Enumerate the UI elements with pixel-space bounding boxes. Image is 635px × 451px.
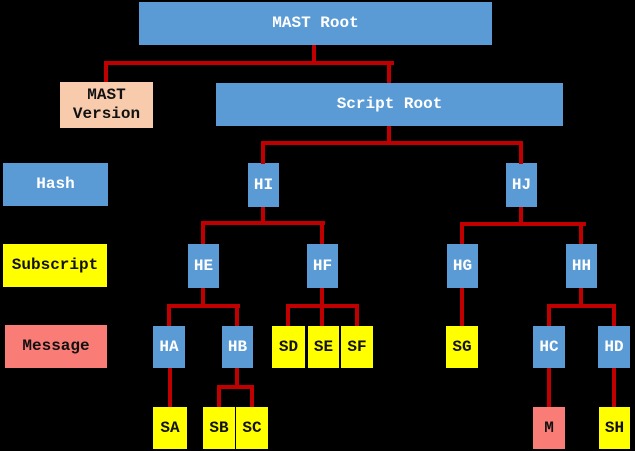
- script-root-box: Script Root: [216, 83, 563, 126]
- connector-line: [168, 368, 172, 407]
- legend-subscript-box: Subscript: [3, 244, 107, 287]
- connector-line: [167, 304, 171, 326]
- connector-line: [235, 368, 239, 389]
- node-SE: SE: [308, 326, 339, 368]
- connector-line: [312, 45, 316, 65]
- connector-line: [286, 304, 359, 308]
- node-SA: SA: [153, 407, 187, 449]
- node-HI: HI: [248, 163, 279, 207]
- connector-line: [579, 288, 583, 308]
- node-HF: HF: [307, 244, 338, 288]
- mast-version-box: MAST Version: [60, 82, 153, 128]
- connector-line: [387, 126, 391, 145]
- node-SF: SF: [341, 326, 373, 368]
- legend-hash-box: Hash: [3, 163, 108, 206]
- node-HJ: HJ: [506, 163, 537, 207]
- connector-line: [286, 304, 290, 326]
- node-SH: SH: [599, 407, 630, 449]
- connector-line: [519, 207, 523, 226]
- connector-line: [261, 207, 265, 225]
- connector-line: [355, 304, 359, 326]
- connector-line: [235, 304, 239, 326]
- connector-line: [320, 221, 324, 244]
- connector-line: [460, 288, 464, 326]
- connector-line: [261, 141, 265, 164]
- node-SB: SB: [203, 407, 235, 449]
- node-SC: SC: [236, 407, 268, 449]
- connector-line: [217, 385, 221, 407]
- connector-line: [261, 141, 523, 145]
- connector-line: [460, 222, 464, 244]
- node-HC: HC: [533, 326, 565, 368]
- connector-line: [547, 304, 551, 326]
- connector-line: [201, 221, 325, 225]
- connector-line: [612, 368, 616, 407]
- mast-root-box: MAST Root: [139, 2, 492, 45]
- connector-line: [104, 61, 394, 65]
- connector-line: [547, 368, 551, 407]
- connector-line: [104, 61, 108, 82]
- connector-line: [201, 221, 205, 244]
- connector-line: [519, 141, 523, 164]
- node-HE: HE: [188, 244, 219, 288]
- node-HB: HB: [222, 326, 253, 368]
- node-M: M: [533, 407, 565, 449]
- connector-line: [387, 61, 391, 83]
- node-HA: HA: [153, 326, 185, 368]
- connector-line: [250, 385, 254, 407]
- node-SD: SD: [272, 326, 305, 368]
- node-SG: SG: [446, 326, 478, 368]
- legend-message-box: Message: [5, 325, 107, 368]
- connector-line: [460, 222, 586, 226]
- node-HD: HD: [598, 326, 630, 368]
- node-HG: HG: [447, 244, 478, 288]
- connector-line: [612, 304, 616, 326]
- node-HH: HH: [566, 244, 597, 288]
- connector-line: [167, 304, 240, 308]
- connector-line: [201, 288, 205, 308]
- connector-line: [217, 385, 254, 389]
- connector-line: [547, 304, 616, 308]
- connector-line: [579, 222, 583, 244]
